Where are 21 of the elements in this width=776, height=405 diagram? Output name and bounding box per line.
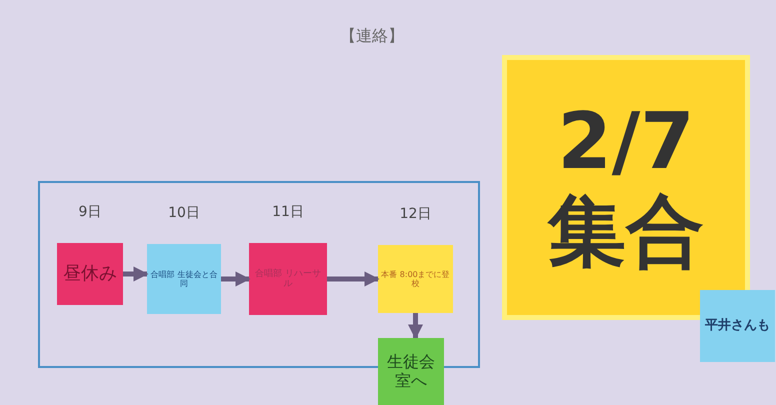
title: 【連絡】 [340,26,404,47]
sticky-note [700,290,775,362]
date-label: 12日 [398,205,432,223]
note-text: 平井さんも [704,318,771,334]
date-label: 10日 [167,204,201,222]
date-label: 11日 [271,203,305,221]
note-text: 本番 8:00までに登校 [380,270,451,288]
date-label: 9日 [78,203,102,221]
note-text: 生徒会室へ [386,353,436,390]
note-text: 集合 [546,188,705,278]
arrow [408,313,423,340]
note-text: 2/7 [556,98,696,188]
sticky-note [378,338,444,405]
note-text: 合唱部 リハーサル [254,268,322,290]
arrow [327,272,380,286]
arrow [123,266,148,282]
sticky-note [502,55,750,320]
note-text: 合唱部 生徒会と合同 [150,270,218,288]
note-text: 昼休み [62,264,118,284]
arrow [221,272,250,286]
frame-box [38,181,480,368]
